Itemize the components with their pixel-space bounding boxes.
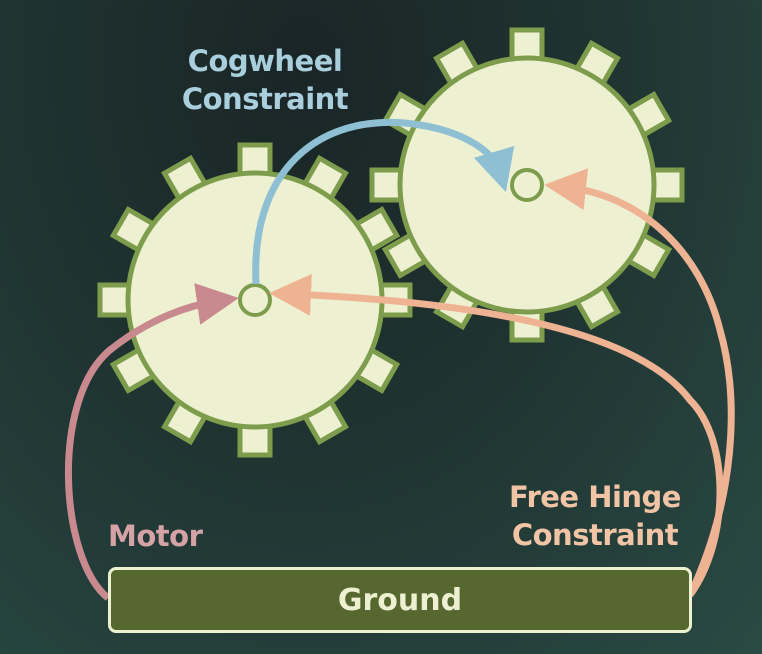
cogwheel-label-line1: Cogwheel xyxy=(187,44,343,78)
left-gear-axle xyxy=(238,283,272,317)
hinge-label-line2: Constraint xyxy=(511,518,679,552)
motor-arrow xyxy=(65,283,239,601)
right-gear-axle xyxy=(510,168,544,202)
free-hinge-arrow-right-gear xyxy=(544,168,735,597)
ground-block: Ground xyxy=(108,567,692,633)
cogwheel-constraint-arrow xyxy=(252,118,515,285)
free-hinge-constraint-label: Free Hinge Constraint xyxy=(490,478,700,554)
cogwheel-constraint-label: Cogwheel Constraint xyxy=(150,42,380,118)
motor-label: Motor xyxy=(108,519,203,553)
hinge-label-line1: Free Hinge xyxy=(509,480,681,514)
ground-label: Ground xyxy=(337,582,463,618)
cogwheel-label-line2: Constraint xyxy=(181,82,349,116)
